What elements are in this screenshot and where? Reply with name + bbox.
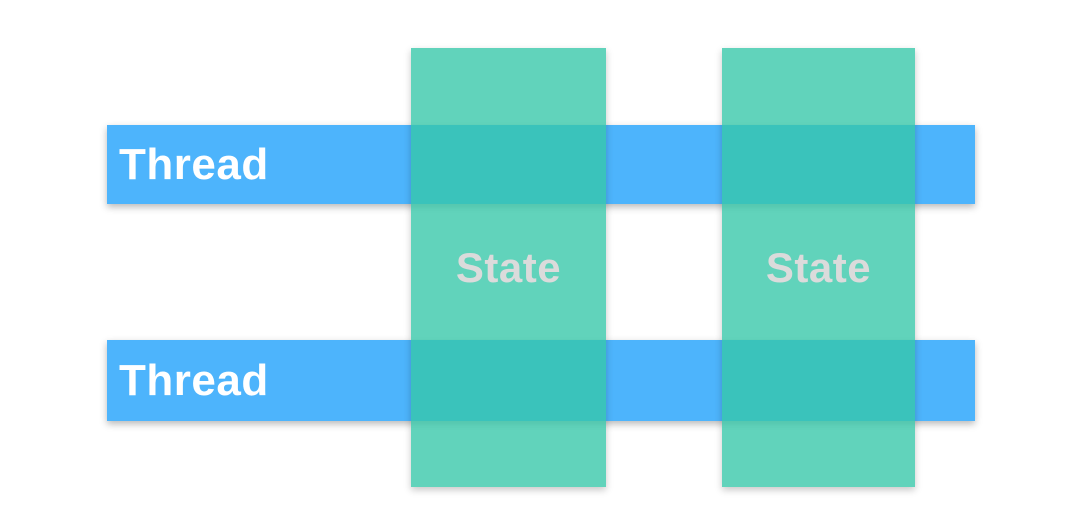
state-label-2: State	[765, 243, 872, 291]
state-bar-2: State	[722, 48, 915, 487]
state-bar-1: State	[411, 48, 606, 487]
thread-label-1: Thread	[119, 139, 269, 189]
state-label-1: State	[455, 243, 562, 291]
thread-label-2: Thread	[119, 355, 269, 405]
